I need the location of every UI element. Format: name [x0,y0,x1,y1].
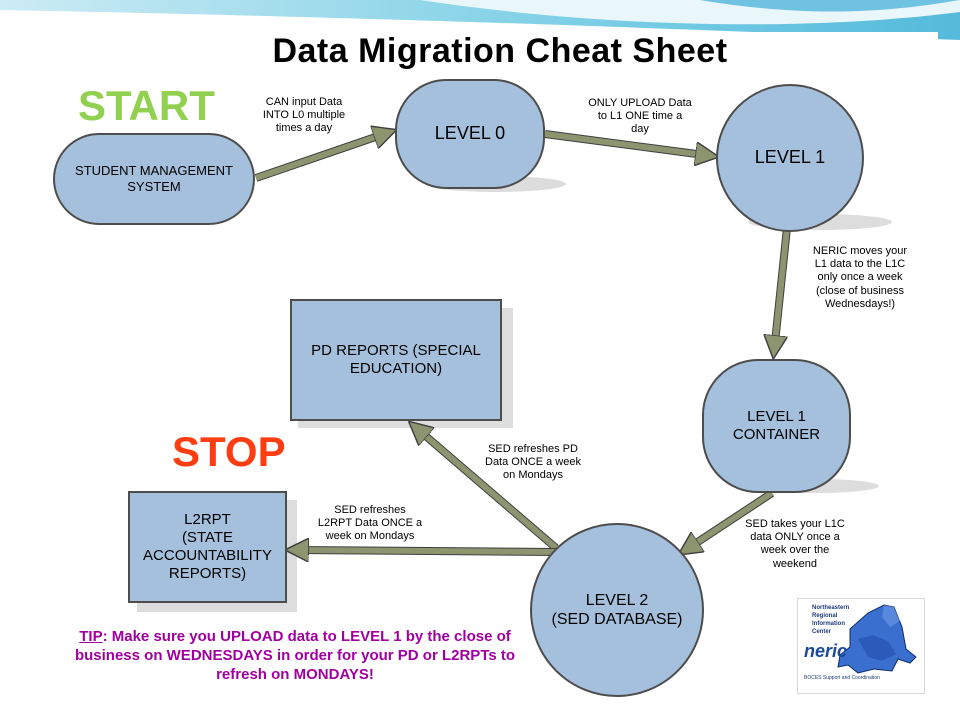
node-pd-reports-label: PD REPORTS (SPECIAL EDUCATION) [311,342,481,377]
node-level2 [530,523,704,697]
logo-org-line1: Northeastern [812,605,850,611]
annotation-level1-to-l1c: NERIC moves your L1 data to the L1C only… [812,245,908,310]
tip-text: : Make sure you UPLOAD data to LEVEL 1 b… [74,628,516,683]
new-york-map-icon [837,604,917,674]
node-l2rpt-label: L2RPT (STATE ACCOUNTABILITY REPORTS) [143,511,272,582]
stop-label: STOP [172,428,286,475]
node-level1 [716,84,864,232]
annotation-level2-to-pd: SED refreshes PD Data ONCE a week on Mon… [485,443,581,482]
logo-org-line4: Center [812,629,832,635]
node-sms [53,133,255,225]
page-title: Data Migration Cheat Sheet [272,32,728,70]
node-level1-label: LEVEL 1 [754,147,826,168]
nodes [53,79,864,697]
node-l1c [702,359,851,493]
node-sms-label: STUDENT MANAGEMENT SYSTEM [75,163,233,194]
tip-box: TIP: Make sure you UPLOAD data to LEVEL … [60,627,530,684]
node-l2rpt [128,491,287,603]
node-level0-label: LEVEL 0 [434,123,506,144]
neric-logo: Northeastern Regional Information Center… [797,598,925,694]
logo-org-line2: Regional [812,613,838,619]
logo-org-line3: Information [812,621,845,627]
tip-key: TIP [79,628,103,645]
logo-tagline: BOCES Support and Coordination [804,675,880,681]
annotation-sms-to-level0: CAN input Data INTO L0 multiple times a … [262,96,346,135]
annotation-level0-to-level1: ONLY UPLOAD Data to L1 ONE time a day [588,97,692,136]
node-l1c-label: LEVEL 1 CONTAINER [732,408,821,443]
annotation-level2-to-l2rpt: SED refreshes L2RPT Data ONCE a week on … [317,504,423,543]
node-level2-label: LEVEL 2 (SED DATABASE) [551,591,683,628]
node-pd-reports [290,299,502,421]
annotation-l1c-to-level2: SED takes your L1C data ONLY once a week… [745,518,845,570]
logo-name: neric [804,641,848,661]
arrows [254,132,791,552]
start-label: START [78,82,215,129]
node-level0 [395,79,545,189]
